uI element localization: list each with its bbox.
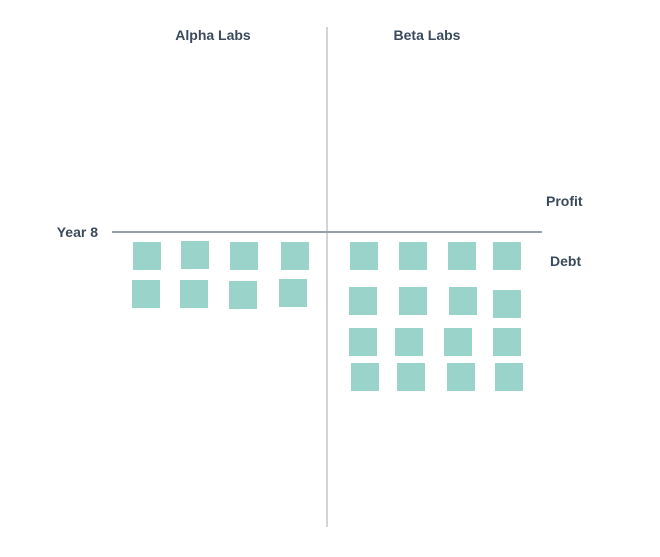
debt-unit-square <box>495 363 523 391</box>
debt-unit-square <box>493 328 521 356</box>
debt-unit-square <box>181 241 209 269</box>
group-divider-line <box>326 27 328 527</box>
debt-unit-square <box>493 242 521 270</box>
debt-unit-square <box>399 242 427 270</box>
debt-unit-square <box>447 363 475 391</box>
debt-unit-square <box>399 287 427 315</box>
axis-label-debt: Debt <box>550 253 582 269</box>
debt-unit-square <box>180 280 208 308</box>
debt-unit-square <box>395 328 423 356</box>
axis-label-profit: Profit <box>546 193 583 209</box>
debt-unit-square <box>279 279 307 307</box>
group-label-beta-labs: Beta Labs <box>393 27 461 43</box>
debt-unit-square <box>229 281 257 309</box>
debt-unit-square <box>449 287 477 315</box>
debt-unit-square <box>349 287 377 315</box>
axis-row-label-year: Year 8 <box>56 224 98 240</box>
debt-unit-square <box>351 363 379 391</box>
debt-unit-square <box>133 242 161 270</box>
debt-unit-square <box>349 328 377 356</box>
debt-unit-square <box>493 290 521 318</box>
debt-unit-square <box>132 280 160 308</box>
debt-unit-square <box>350 242 378 270</box>
profit-debt-axis-line <box>112 231 542 233</box>
debt-unit-square <box>281 242 309 270</box>
debt-unit-square <box>448 242 476 270</box>
debt-unit-square <box>397 363 425 391</box>
debt-unit-square <box>230 242 258 270</box>
debt-unit-square <box>444 328 472 356</box>
group-label-alpha-labs: Alpha Labs <box>175 27 251 43</box>
